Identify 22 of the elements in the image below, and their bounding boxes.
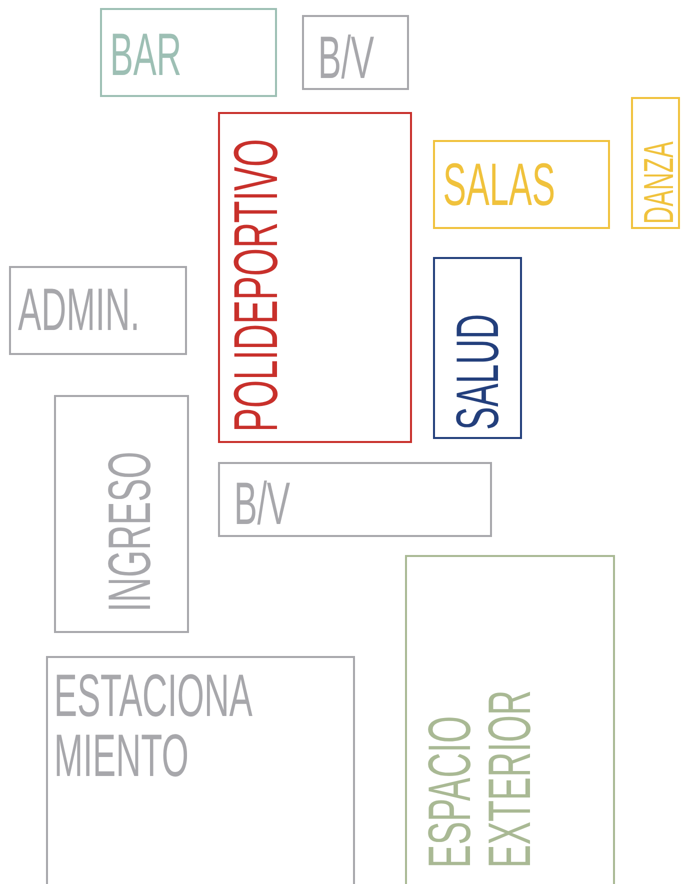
room-box: [302, 15, 409, 90]
room-box: [631, 97, 680, 229]
room-label: B/V: [234, 474, 290, 534]
room-label: POLIDEPORTIVO: [226, 138, 288, 432]
room-box: [54, 395, 189, 633]
room-label: B/V: [318, 28, 374, 88]
room-label: INGRESO: [100, 452, 160, 612]
room-box: [433, 257, 522, 439]
room-label: ESPACIO EXTERIOR: [420, 689, 540, 868]
room-box: [218, 462, 492, 537]
room-label: ADMIN.: [18, 280, 140, 340]
room-label: ESTACIONA MIENTO: [54, 666, 252, 786]
room-box: [218, 112, 412, 443]
room-label: DANZA: [638, 141, 680, 224]
room-label: SALUD: [448, 314, 508, 430]
room-box: [433, 140, 610, 229]
room-box: [46, 656, 355, 884]
room-label: BAR: [110, 25, 182, 85]
room-box: [100, 8, 277, 97]
room-label: SALAS: [443, 155, 556, 215]
room-box: [405, 555, 615, 884]
room-box: [9, 266, 187, 355]
